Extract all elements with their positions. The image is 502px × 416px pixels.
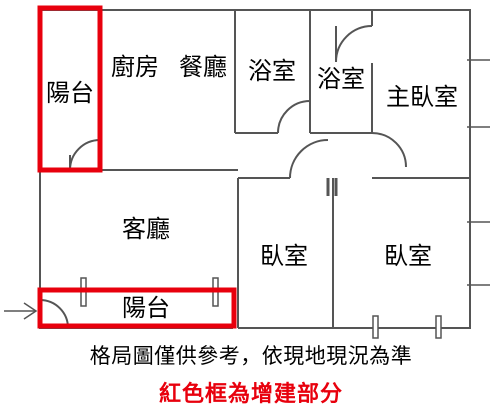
door-arc-balcony-top (69, 139, 101, 171)
label-bedroom-1: 臥室 (260, 242, 308, 270)
room-labels: 陽台 廚房 餐廳 浴室 浴室 主臥室 客廳 臥室 臥室 陽台 (46, 53, 458, 322)
label-dining: 餐廳 (179, 53, 227, 81)
highlight-legend-note: 紅色框為增建部分 (158, 382, 343, 407)
label-balcony-bottom: 陽台 (122, 294, 170, 322)
highlight-box-bottom (37, 287, 237, 329)
label-living-room: 客廳 (122, 215, 170, 243)
disclaimer-note: 格局圖僅供參考，依現地現況為準 (89, 344, 413, 368)
label-bath-1: 浴室 (248, 57, 296, 85)
highlight-box-top (37, 5, 103, 173)
entrance-arrow-head (23, 302, 38, 320)
window-mark-3 (372, 315, 379, 339)
door-arc-bedroom-1 (289, 139, 329, 179)
window-mark-4 (435, 315, 442, 339)
label-master-bedroom: 主臥室 (386, 83, 458, 111)
highlight-boxes (37, 5, 237, 329)
floor-plan: 陽台 廚房 餐廳 浴室 浴室 主臥室 客廳 臥室 臥室 陽台 (4, 5, 490, 339)
label-bath-2: 浴室 (317, 65, 365, 93)
entrance-arrow (4, 302, 38, 320)
outer-wall-right (40, 9, 471, 329)
door-arc-bath-2 (335, 25, 373, 63)
label-kitchen: 廚房 (111, 53, 159, 81)
label-balcony-top: 陽台 (46, 79, 94, 107)
door-arc-master (371, 132, 407, 168)
door-arc-bath-1 (277, 100, 311, 134)
label-bedroom-2: 臥室 (384, 242, 432, 270)
